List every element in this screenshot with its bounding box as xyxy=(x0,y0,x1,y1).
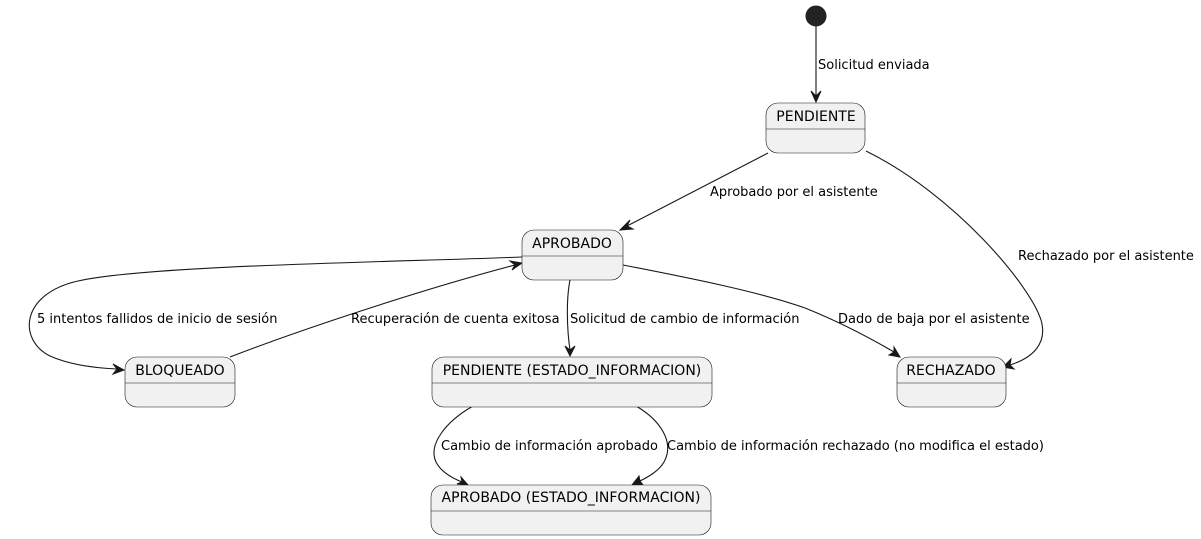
label-solicitud-enviada: Solicitud enviada xyxy=(818,58,930,73)
label-recuperacion-cuenta: Recuperación de cuenta exitosa xyxy=(351,312,560,327)
state-aprobado-label: APROBADO xyxy=(532,236,612,252)
transition-intentos-fallidos xyxy=(28,256,523,376)
state-aprobado: APROBADO xyxy=(521,229,624,281)
label-rechazado-por-asistente: Rechazado por el asistente xyxy=(1018,249,1194,264)
label-cambio-informacion-aprobado: Cambio de información aprobado xyxy=(441,439,658,454)
initial-state-dot xyxy=(805,5,827,27)
transition-aprobado-por-asistente xyxy=(618,152,769,231)
state-bloqueado: BLOQUEADO xyxy=(124,356,236,408)
transition-cambio-informacion-aprobado xyxy=(433,405,474,486)
transition-recuperacion-cuenta xyxy=(229,260,524,358)
state-pendiente-estado-informacion-label: PENDIENTE (ESTADO_INFORMACION) xyxy=(443,363,702,379)
label-intentos-fallidos: 5 intentos fallidos de inicio de sesión xyxy=(37,312,277,327)
state-pendiente-estado-informacion: PENDIENTE (ESTADO_INFORMACION) xyxy=(431,356,713,408)
state-pendiente-label: PENDIENTE xyxy=(776,109,855,125)
label-aprobado-por-asistente: Aprobado por el asistente xyxy=(710,185,878,200)
transition-solicitud-enviada xyxy=(810,26,822,104)
state-pendiente: PENDIENTE xyxy=(765,102,866,154)
transition-dado-de-baja xyxy=(622,264,901,358)
state-bloqueado-label: BLOQUEADO xyxy=(135,363,224,379)
label-solicitud-cambio-informacion: Solicitud de cambio de información xyxy=(570,312,799,327)
transition-rechazado-por-asistente xyxy=(865,150,1044,370)
label-dado-de-baja: Dado de baja por el asistente xyxy=(838,312,1030,327)
state-rechazado: RECHAZADO xyxy=(896,356,1007,408)
label-cambio-informacion-rechazado: Cambio de información rechazado (no modi… xyxy=(667,439,1044,454)
transition-solicitud-cambio-informacion xyxy=(564,279,576,358)
state-rechazado-label: RECHAZADO xyxy=(906,363,995,379)
state-aprobado-estado-informacion: APROBADO (ESTADO_INFORMACION) xyxy=(430,484,712,536)
state-aprobado-estado-informacion-label: APROBADO (ESTADO_INFORMACION) xyxy=(442,490,701,506)
